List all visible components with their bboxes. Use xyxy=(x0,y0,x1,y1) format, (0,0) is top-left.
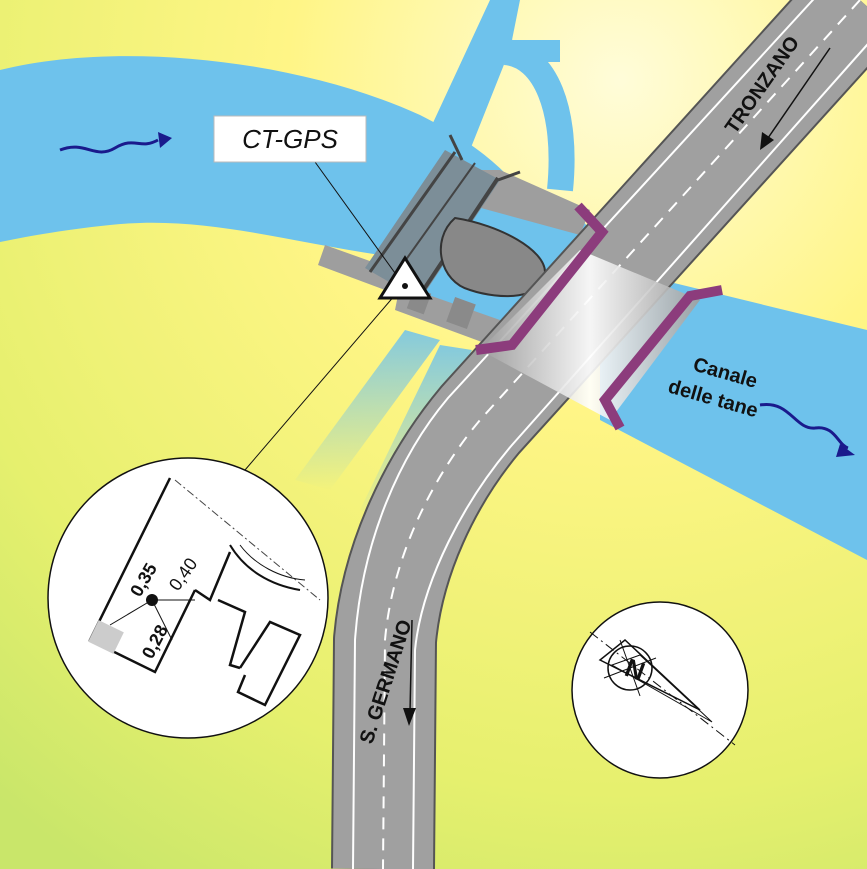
flow-arrow-east-head xyxy=(836,444,855,457)
bridge-parapet-west xyxy=(475,202,609,355)
station-label-box xyxy=(213,115,367,163)
detail-inset: 0,35 0,40 0,28 xyxy=(47,457,329,739)
road-arrow-north-head xyxy=(760,132,774,150)
outflow-channel-1 xyxy=(295,330,440,490)
road-edge-line-1 xyxy=(352,0,815,869)
road xyxy=(333,0,867,869)
compass-rose: N xyxy=(571,601,749,779)
gps-station-marker xyxy=(377,255,433,300)
flow-arrow-east xyxy=(759,403,849,450)
sluice-structure xyxy=(318,134,590,345)
label-leader-line xyxy=(309,154,401,281)
bridge-deck xyxy=(480,250,700,420)
road-arrow-south-line xyxy=(409,619,413,713)
canal-branch-north xyxy=(425,0,560,150)
flow-arrow-west xyxy=(59,138,159,154)
road-edge-line-2 xyxy=(412,43,867,869)
road-arrow-south-head xyxy=(403,708,416,726)
bridge-parapet-east xyxy=(599,285,723,431)
inset-leader-line xyxy=(244,294,396,471)
station-label: CT-GPS xyxy=(242,124,338,154)
canal-branch-loop xyxy=(502,39,575,192)
flow-arrow-west-head xyxy=(158,132,172,148)
road-arrow-north-line xyxy=(767,47,831,139)
